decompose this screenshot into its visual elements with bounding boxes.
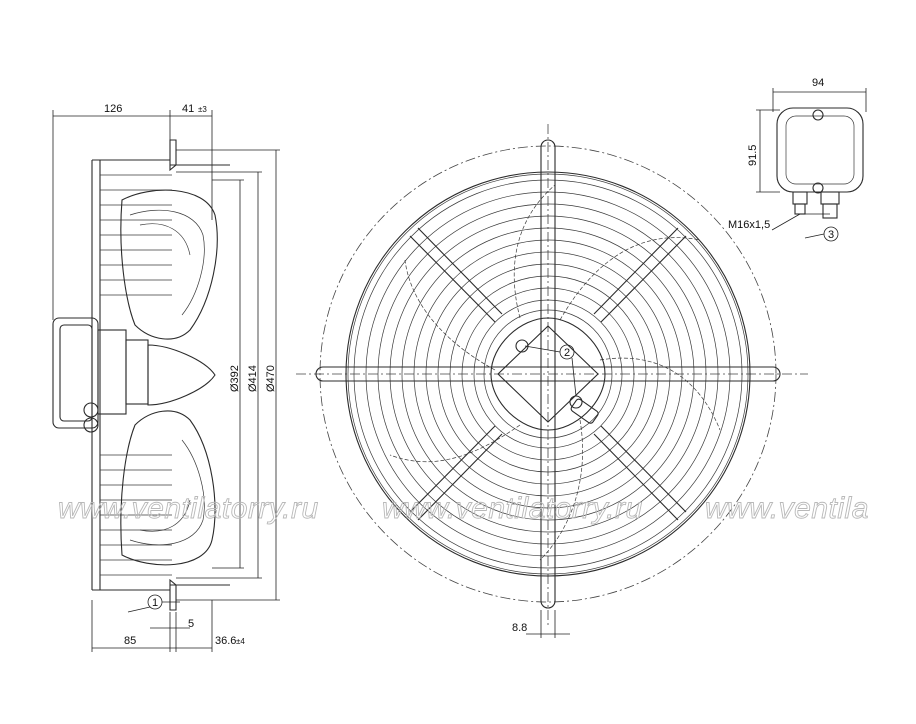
callout-3: 3	[828, 229, 834, 241]
dim-85: 85	[124, 635, 136, 647]
dim-5: 5	[188, 618, 194, 630]
dim-41-tolerance: ±3	[198, 105, 207, 114]
dim-94: 94	[812, 77, 824, 89]
dim-36-6-tolerance: ±4	[236, 637, 245, 646]
callout-3-circle	[823, 226, 839, 242]
dim-126: 126	[104, 103, 122, 115]
thread-label: M16x1,5	[728, 219, 770, 231]
watermark-text-3: www.ventila	[705, 492, 869, 525]
watermark: www.ventilatorry.ru www.ventilatorry.ru …	[58, 492, 869, 526]
dim-91-5: 91.5	[747, 145, 759, 166]
dim-8-8: 8.8	[512, 622, 527, 634]
front-view: 2 8.8	[296, 124, 808, 638]
callout-2: 2	[564, 347, 570, 359]
callout-1: 1	[152, 597, 158, 609]
terminal-box-view: 94 91.5 M16x1,5 3	[728, 77, 867, 242]
dim-41: 41	[182, 103, 194, 115]
dia-414: Ø414	[247, 365, 259, 392]
watermark-text-2: www.ventilatorry.ru	[382, 492, 643, 525]
watermark-text-1: www.ventilatorry.ru	[58, 492, 319, 525]
dim-36-6: 36.6	[215, 635, 236, 647]
dia-470: Ø470	[265, 365, 277, 392]
dia-392: Ø392	[229, 365, 241, 392]
callout-2-circle	[559, 344, 575, 360]
side-view: 126 41 ±3	[52, 103, 280, 652]
